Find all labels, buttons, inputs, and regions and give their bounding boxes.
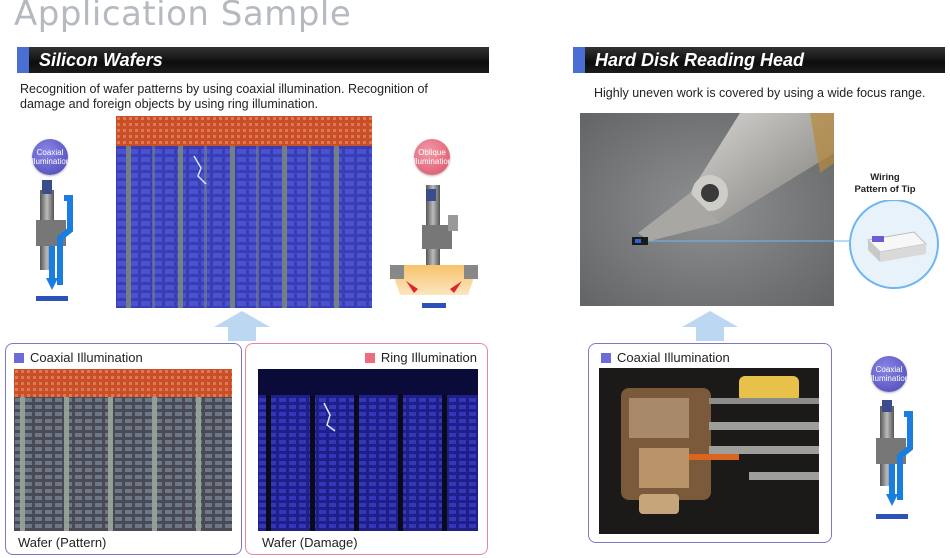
description-line-2: damage and foreign objects by using ring…	[20, 97, 319, 111]
wafer-damage-image	[258, 369, 478, 531]
coaxial-illumination-badge-right: Coaxial Illumination	[868, 356, 910, 392]
badge-line-2: Illumination	[411, 157, 453, 166]
wiring-callout-label: Wiring Pattern of Tip	[850, 172, 920, 196]
ring-legend: Ring Illumination	[364, 350, 477, 365]
hard-disk-head-image	[580, 113, 834, 306]
wafer-main-image	[116, 116, 372, 308]
wafer-pattern-image	[14, 369, 232, 531]
silicon-wafers-title: Silicon Wafers	[39, 49, 163, 70]
ring-light-device-icon	[390, 185, 478, 308]
header-accent	[17, 47, 29, 73]
up-arrow-left	[214, 311, 270, 341]
up-arrow-right	[682, 311, 738, 341]
oblique-illumination-badge: Oblique Illumination	[411, 139, 453, 175]
ring-legend-label: Ring Illumination	[380, 350, 477, 365]
ring-legend-swatch	[364, 352, 375, 363]
coaxial-illumination-badge: Coaxial Illumination	[29, 139, 71, 175]
coaxial-device-icon	[36, 180, 73, 301]
coaxial-legend-right: Coaxial Illumination	[601, 350, 730, 365]
page-title: Application Sample	[14, 0, 352, 34]
badge-line-1: Coaxial	[36, 148, 64, 157]
silicon-wafers-header: Silicon Wafers	[17, 47, 489, 73]
coaxial-legend-label: Coaxial Illumination	[30, 350, 143, 365]
coaxial-panel-left: Coaxial Illumination Wafer (Pattern)	[5, 343, 242, 555]
badge-line-2: Illumination	[29, 157, 71, 166]
ring-panel-left: Ring Illumination Wafer (Damage)	[245, 343, 488, 555]
coaxial-legend-swatch	[14, 352, 24, 363]
callout-line-1: Wiring	[870, 172, 900, 183]
hard-disk-title: Hard Disk Reading Head	[595, 49, 805, 70]
magnifier-callout	[834, 200, 939, 289]
badge-line-1: Coaxial	[875, 365, 903, 374]
badge-line-2: Illumination	[868, 374, 910, 383]
silicon-wafers-description: Recognition of wafer patterns by using c…	[20, 82, 480, 112]
header-accent	[573, 47, 585, 73]
coaxial-legend: Coaxial Illumination	[14, 350, 143, 365]
badge-line-1: Oblique	[418, 148, 446, 157]
caption-wafer-pattern: Wafer (Pattern)	[18, 535, 107, 550]
coaxial-panel-right: Coaxial Illumination	[588, 343, 832, 543]
caption-wafer-damage: Wafer (Damage)	[262, 535, 358, 550]
coaxial-legend-label: Coaxial Illumination	[617, 350, 730, 365]
coaxial-legend-swatch	[601, 352, 611, 363]
description-line-1: Recognition of wafer patterns by using c…	[20, 82, 428, 96]
callout-line-2: Pattern of Tip	[854, 184, 916, 195]
coaxial-device-icon-right	[876, 400, 913, 519]
hard-disk-header: Hard Disk Reading Head	[573, 47, 945, 73]
wiring-pattern-image	[599, 368, 819, 534]
hard-disk-description: Highly uneven work is covered by using a…	[594, 86, 926, 100]
